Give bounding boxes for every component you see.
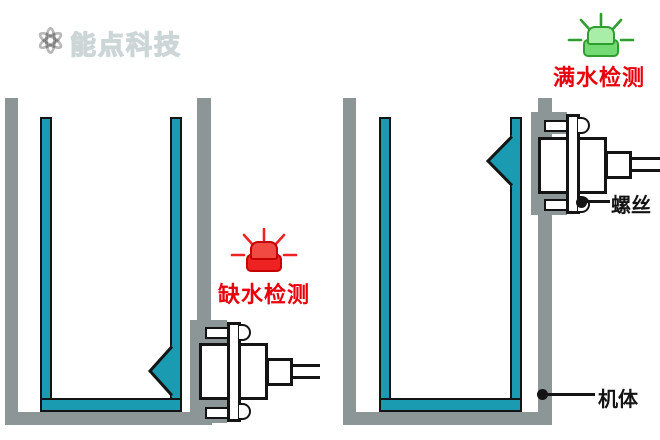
green-led-cap [587,26,615,45]
right-tank-inner-left-wall [379,117,391,412]
globe-orbits-icon [36,26,66,56]
red-led-cap [250,241,278,260]
right-tank-outer-bottom-wall [343,412,551,425]
right-tank-outer-left-wall [343,98,356,425]
globe-orbit-red [45,27,56,54]
low-water-status-label: 缺水检测 [218,283,311,308]
screw-callout-dot [576,197,587,208]
body-callout-line [546,393,595,396]
left-tank-outer-left-wall [5,98,18,425]
left-sensor-connector [266,358,293,386]
left-sensor-bottom-screw-head [239,403,251,420]
right-sensor-top-screw-head [578,117,590,134]
brand-watermark: 能点科技 [36,24,256,62]
screw-callout-line [585,200,610,203]
right-sensor-wire-top [630,157,660,160]
body-callout-label: 机体 [598,387,638,411]
screw-callout-label: 螺丝 [611,193,651,217]
right-tank-inner-bottom-wall [379,398,522,412]
red-alert-led-icon [246,241,282,272]
left-tank-outer-bottom-wall [5,412,212,425]
body-callout-dot [537,389,548,400]
left-sensor-beam-wedge-icon [147,345,174,397]
left-sensor-wire-bottom [291,376,320,379]
brand-name: 能点科技 [69,30,183,61]
left-tank-inner-left-wall [40,117,52,412]
right-sensor-beam-wedge-icon [485,135,514,187]
right-sensor-wire-bottom [630,169,660,172]
green-ok-led-icon [583,26,619,57]
left-sensor-wire-top [291,364,320,367]
green-led-rays-icon [567,12,635,42]
right-sensor-connector [605,151,632,179]
left-sensor-top-screw-head [239,324,251,341]
full-water-status-label: 满水检测 [553,66,646,91]
left-tank-inner-bottom-wall [40,398,182,412]
right-sensor-flange [566,114,580,214]
left-sensor-flange [227,322,241,422]
